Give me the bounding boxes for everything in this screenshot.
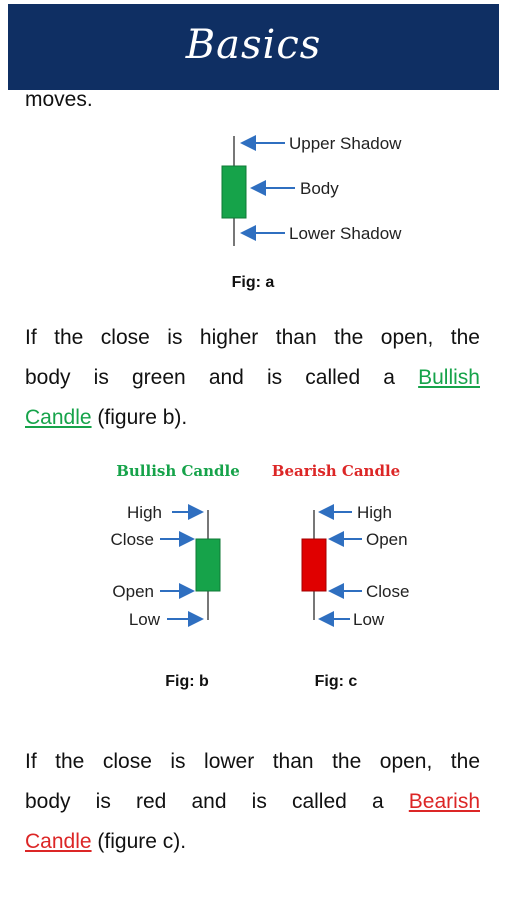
fig-a-caption: Fig: a <box>232 274 275 291</box>
paragraph-bearish: If the close is lower than the open, the… <box>25 742 480 862</box>
fig-b-body <box>195 538 221 592</box>
bearish-link-word-1[interactable]: Bearish <box>408 790 480 813</box>
bullish-link-word-1[interactable]: Bullish <box>418 366 480 389</box>
paragraph-bearish-line-3: Candle (figure c). <box>25 822 480 862</box>
paragraph-bearish-line-2-text: body is red and is called a <box>25 790 384 813</box>
paragraph-bearish-line-2: body is red and is called a Bearish <box>25 782 480 822</box>
fig-a-body <box>221 165 247 219</box>
fig-c-title: Bearish Candle <box>272 462 400 480</box>
header-banner: Basics <box>8 4 499 90</box>
fig-c-label-open: Open <box>366 530 408 549</box>
fig-b-label-close: Close <box>111 530 154 549</box>
fig-c-label-close: Close <box>366 582 409 601</box>
fig-c-body <box>301 538 327 592</box>
fig-a-label-body: Body <box>300 179 339 198</box>
paragraph-bullish-line-2: body is green and is called a Bullish <box>25 358 480 398</box>
paragraph-bullish-line-2-text: body is green and is called a <box>25 366 395 389</box>
fig-b-label-high: High <box>127 503 162 522</box>
fig-a: Upper Shadow Body Lower Shadow Fig: a <box>221 134 402 291</box>
intro-text-tail: moves. <box>25 88 93 111</box>
fig-b-caption: Fig: b <box>165 673 209 690</box>
fig-c: Bearish Candle High Open Close Low Fig: … <box>272 462 410 690</box>
bullish-link-word-2[interactable]: Candle <box>25 406 92 429</box>
fig-c-caption: Fig: c <box>315 673 358 690</box>
page-title: Basics <box>185 22 322 68</box>
bearish-link-word-2[interactable]: Candle <box>25 830 92 853</box>
paragraph-bullish-line-3: Candle (figure b). <box>25 398 480 438</box>
paragraph-bullish-line-3-text: (figure b). <box>91 406 188 429</box>
fig-b-title: Bullish Candle <box>116 462 240 480</box>
fig-b-label-low: Low <box>129 610 161 629</box>
paragraph-bearish-line-3-text: (figure c). <box>91 830 187 853</box>
fig-b-label-open: Open <box>112 582 154 601</box>
fig-a-label-upper-shadow: Upper Shadow <box>289 134 402 153</box>
fig-a-label-lower-shadow: Lower Shadow <box>289 224 402 243</box>
fig-c-label-high: High <box>357 503 392 522</box>
fig-c-label-low: Low <box>353 610 385 629</box>
paragraph-bullish-line-1: If the close is higher than the open, th… <box>25 326 480 349</box>
paragraph-bearish-line-1: If the close is lower than the open, the <box>25 750 480 773</box>
paragraph-bullish: If the close is higher than the open, th… <box>25 318 480 438</box>
fig-b: Bullish Candle High Close Open Low Fig: … <box>111 462 240 690</box>
